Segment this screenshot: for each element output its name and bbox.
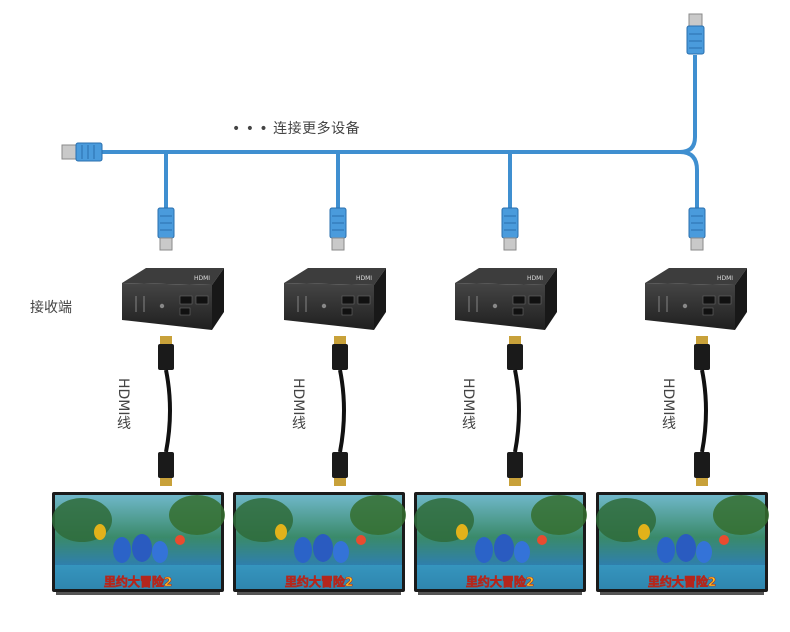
connect-more-devices-label: • • • 连接更多设备 <box>232 121 361 137</box>
receiver-unit-2: HDMI 里约大冒险2 <box>233 207 406 595</box>
receiver-device: HDMI <box>645 268 747 330</box>
receiver-unit-1: HDMI 里约大冒险2 <box>52 207 225 595</box>
tv-display-3: 里约大冒险2 <box>414 492 587 595</box>
receiver-device: HDMI <box>455 268 557 330</box>
expansion-rj45-connector-icon <box>686 13 705 55</box>
rj45-connector-icon <box>501 207 519 251</box>
movie-title: 里约大冒险2 <box>104 574 172 589</box>
rj45-connector-icon <box>157 207 175 251</box>
hdmi-badge: HDMI <box>717 275 733 282</box>
movie-title: 里约大冒险2 <box>648 574 716 589</box>
rj45-connector-icon <box>329 207 347 251</box>
hdmi-cable <box>332 336 348 486</box>
receiver-label: 接收端 <box>30 300 72 316</box>
rj45-connector-icon <box>688 207 706 251</box>
hdmi-cable <box>507 336 523 486</box>
hdmi-badge: HDMI <box>356 275 372 282</box>
receiver-unit-3: HDMI 里约大冒险2 <box>414 207 587 595</box>
tv-display-2: 里约大冒险2 <box>233 492 406 595</box>
hdmi-cable <box>694 336 710 486</box>
tv-display-1: 里约大冒险2 <box>52 492 225 595</box>
movie-title: 里约大冒险2 <box>285 574 353 589</box>
hdmi-cable-label-2: HDMI线 <box>290 378 306 430</box>
input-rj45-connector-icon <box>61 142 103 162</box>
receiver-device: HDMI <box>122 268 224 330</box>
hdmi-cable-label-1: HDMI线 <box>115 378 131 430</box>
hdmi-cable-label-3: HDMI线 <box>460 378 476 430</box>
hdmi-badge: HDMI <box>527 275 543 282</box>
receiver-device: HDMI <box>284 268 386 330</box>
receiver-unit-4: HDMI 里约大冒险2 <box>596 207 769 595</box>
movie-title: 里约大冒险2 <box>466 574 534 589</box>
tv-display-4: 里约大冒险2 <box>596 492 769 595</box>
hdmi-cable <box>158 336 174 486</box>
network-trunk-cable <box>100 55 699 210</box>
hdmi-cable-label-4: HDMI线 <box>660 378 676 430</box>
hdmi-badge: HDMI <box>194 275 210 282</box>
